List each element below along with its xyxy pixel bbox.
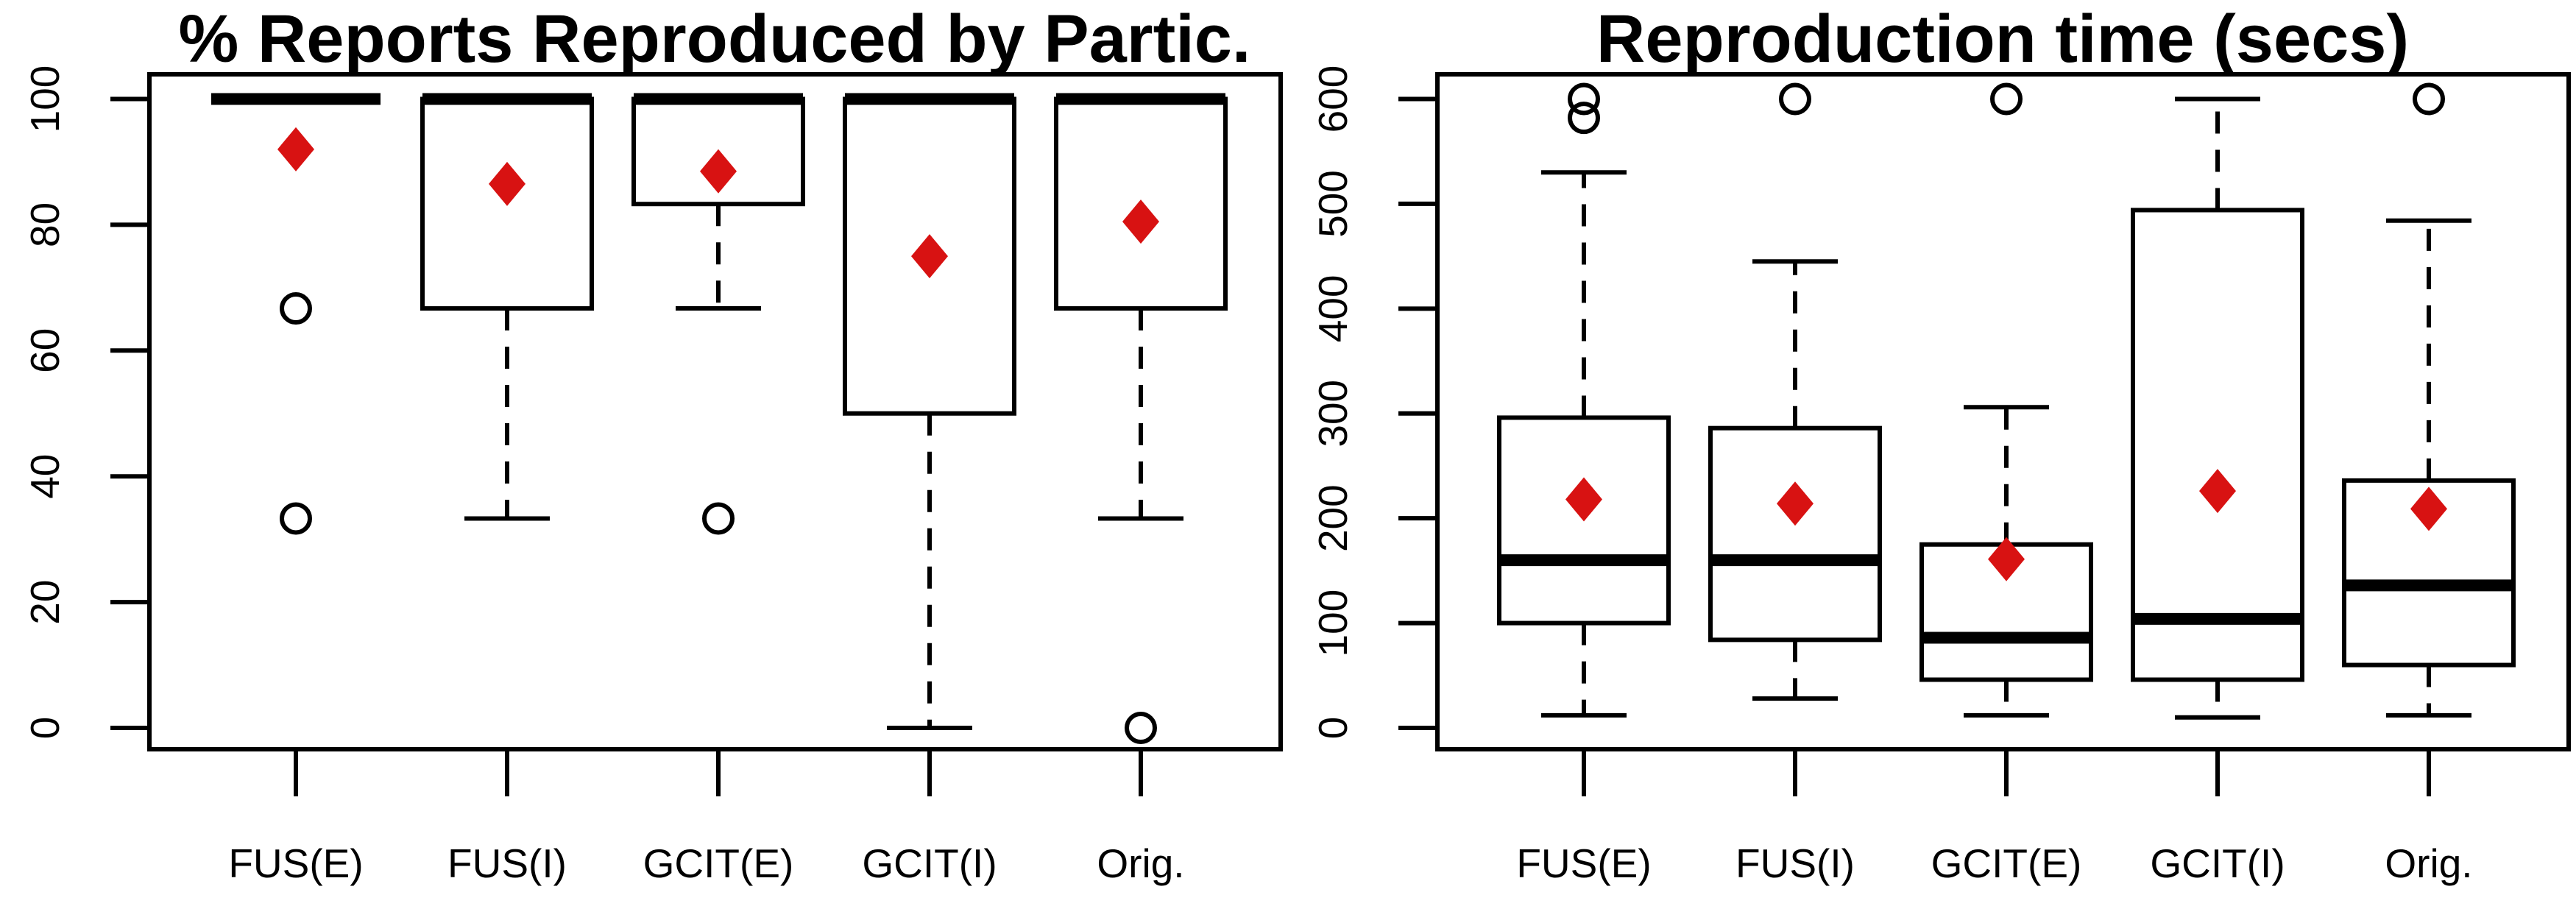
x-category-label: FUS(I) <box>1735 841 1855 886</box>
box-group-gciti <box>843 93 1016 730</box>
outlier-circle <box>702 502 735 535</box>
outlier-circle <box>1990 82 2023 116</box>
outlier-circle <box>280 292 312 325</box>
left-boxplot-panel: % Reports Reproduced by Partic. 0 20 40 60 8… <box>22 1 1283 886</box>
mean-diamond <box>1777 481 1814 526</box>
mean-diamond <box>2199 469 2236 514</box>
y-tick-label: 40 <box>22 454 68 499</box>
box-group-orig <box>2342 82 2516 718</box>
outlier-circle <box>2413 82 2445 116</box>
y-tick-label: 400 <box>1310 275 1356 342</box>
y-tick-label: 100 <box>1310 590 1356 657</box>
x-category-label: Orig. <box>2385 841 2472 886</box>
mean-diamond <box>277 127 314 171</box>
right-chart-title: Reproduction time (secs) <box>1596 1 2409 77</box>
box-group-fuse <box>211 93 381 535</box>
mean-diamond <box>2410 486 2447 531</box>
box-group-orig <box>1054 93 1228 744</box>
outlier-circle <box>1568 102 1600 135</box>
mean-diamond <box>700 149 737 194</box>
y-tick-label: 60 <box>22 328 68 373</box>
mean-diamond <box>911 234 948 279</box>
mean-diamond <box>1565 477 1602 522</box>
mean-diamond <box>489 161 526 206</box>
y-tick-label: 20 <box>22 580 68 625</box>
mean-diamond <box>1988 537 2025 581</box>
outlier-circle <box>1779 82 1811 116</box>
mean-diamond <box>1122 199 1159 244</box>
y-tick-label: 300 <box>1310 380 1356 447</box>
box-group-gcite <box>631 93 805 535</box>
x-category-label: GCIT(E) <box>643 841 794 886</box>
x-category-label: GCIT(I) <box>2150 841 2285 886</box>
y-tick-label: 80 <box>22 202 68 247</box>
box-rect <box>1708 425 1882 643</box>
x-category-label: Orig. <box>1097 841 1184 886</box>
box-group-fusi <box>420 93 594 521</box>
x-category-label: GCIT(E) <box>1931 841 2082 886</box>
outlier-circle <box>1568 82 1600 116</box>
y-tick-label: 200 <box>1310 484 1356 552</box>
box-group-gcite <box>1919 82 2093 718</box>
outlier-circle <box>280 502 312 535</box>
x-category-label: FUS(E) <box>1516 841 1651 886</box>
x-category-label: FUS(E) <box>228 841 363 886</box>
y-tick-label: 100 <box>22 66 68 133</box>
y-tick-label: 500 <box>1310 170 1356 238</box>
outlier-circle <box>1125 712 1157 744</box>
y-tick-label: 0 <box>1310 717 1356 740</box>
box-group-fusi <box>1708 82 1882 701</box>
box-rect <box>1497 415 1671 626</box>
x-category-label: FUS(I) <box>447 841 567 886</box>
y-tick-label: 600 <box>1310 66 1356 133</box>
box-group-gciti <box>2131 96 2304 720</box>
y-tick-label: 0 <box>22 717 68 740</box>
right-boxplot-panel: Reproduction time (secs) 0 100 200 300 400 50… <box>1310 1 2571 886</box>
plot-frame <box>147 72 1283 751</box>
left-chart-title: % Reports Reproduced by Partic. <box>179 1 1251 77</box>
x-category-label: GCIT(I) <box>862 841 997 886</box>
box-group-fuse <box>1497 82 1671 718</box>
box-rect <box>2131 208 2304 682</box>
